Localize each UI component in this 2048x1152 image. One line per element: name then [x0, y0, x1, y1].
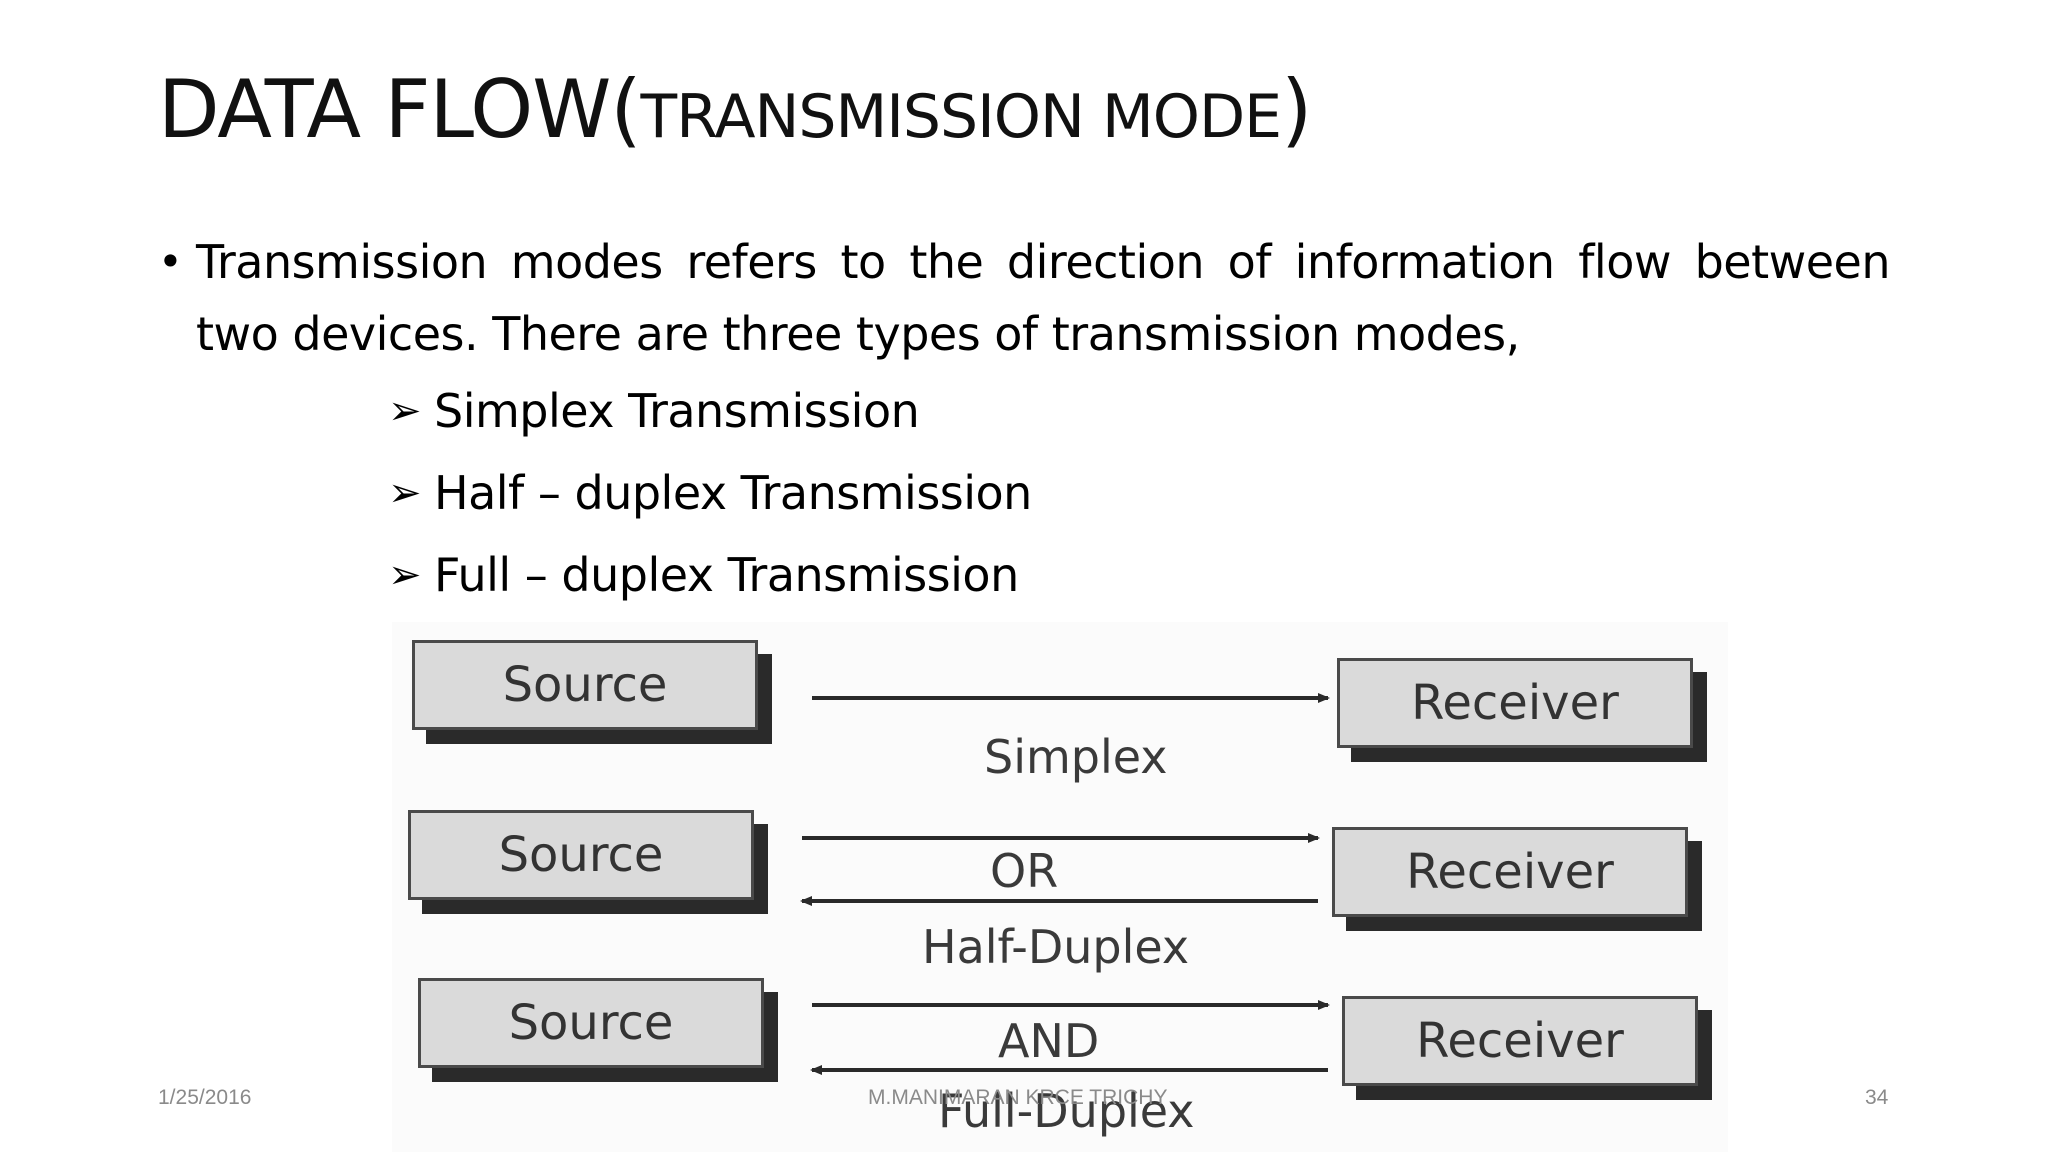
list-item: ➢ Simplex Transmission — [388, 370, 1032, 452]
list-item-label: Simplex Transmission — [434, 384, 920, 438]
footer-date: 1/25/2016 — [158, 1086, 252, 1109]
body-text: • Transmission modes refers to the direc… — [158, 226, 1891, 370]
intro-paragraph: Transmission modes refers to the directi… — [196, 235, 1891, 361]
simplex-receiver-box: Receiver — [1337, 658, 1693, 748]
list-item: ➢ Full – duplex Transmission — [388, 534, 1032, 616]
arrow-bullet-icon: ➢ — [388, 552, 422, 598]
simplex-label: Simplex — [984, 730, 1168, 784]
list-item-label: Full – duplex Transmission — [434, 548, 1019, 602]
half-duplex-label: Half-Duplex — [922, 920, 1190, 974]
or-label: OR — [990, 844, 1059, 898]
title-main: DATA FLOW( — [158, 63, 642, 156]
bullet-row: • Transmission modes refers to the direc… — [158, 226, 1891, 370]
arrow-bullet-icon: ➢ — [388, 470, 422, 516]
simplex-source-box: Source — [412, 640, 758, 730]
title-close: ) — [1281, 63, 1312, 156]
footer-author: M.MANIMARAN KRCE TRICHY — [868, 1086, 1168, 1109]
arrow-bullet-icon: ➢ — [388, 388, 422, 434]
list-item-label: Half – duplex Transmission — [434, 466, 1032, 520]
list-item: ➢ Half – duplex Transmission — [388, 452, 1032, 534]
transmission-mode-list: ➢ Simplex Transmission ➢ Half – duplex T… — [388, 370, 1032, 616]
half-duplex-source-box: Source — [408, 810, 754, 900]
transmission-diagram: Source Receiver Simplex Source Receiver … — [392, 622, 1728, 1152]
full-duplex-receiver-box: Receiver — [1342, 996, 1698, 1086]
diagram-arrows — [800, 693, 1330, 1075]
title-sub: TRANSMISSION MODE — [640, 82, 1283, 152]
and-label: AND — [998, 1014, 1100, 1068]
full-duplex-label: Full-Duplex — [938, 1084, 1195, 1138]
slide-number: 34 — [1865, 1086, 1889, 1109]
half-duplex-receiver-box: Receiver — [1332, 827, 1688, 917]
full-duplex-source-box: Source — [418, 978, 764, 1068]
bullet-dot: • — [158, 237, 183, 286]
slide-title: DATA FLOW(TRANSMISSION MODE) — [158, 70, 1312, 152]
